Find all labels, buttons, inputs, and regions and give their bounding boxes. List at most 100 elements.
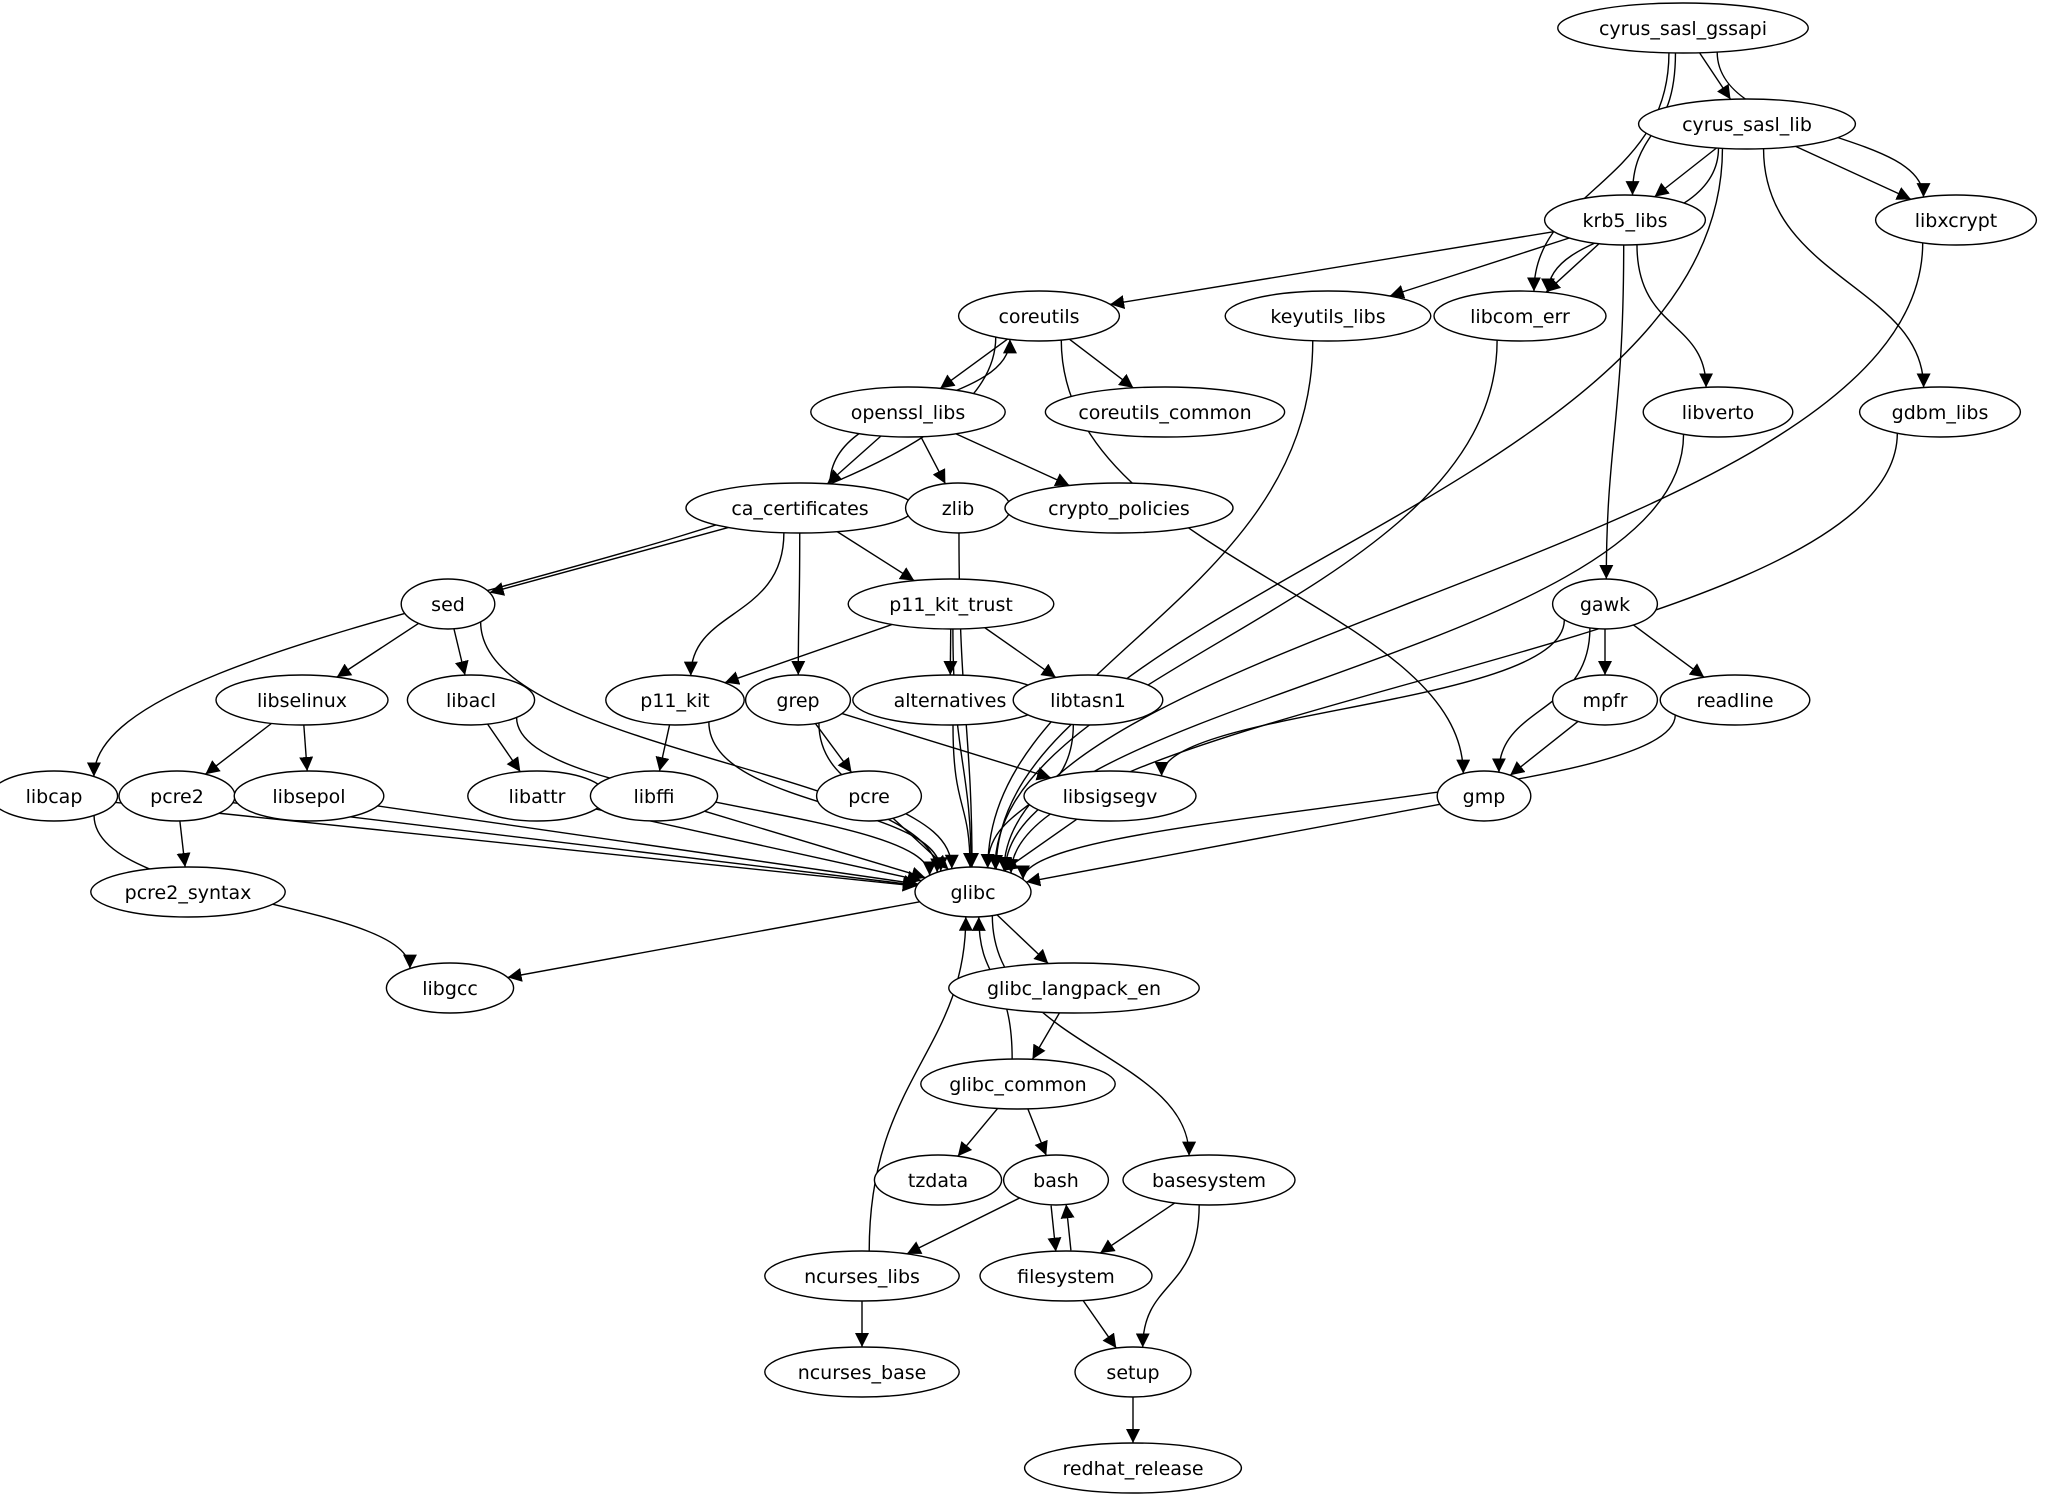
node-libacl: libacl <box>406 674 536 726</box>
edge-glibc-to-basesystem <box>991 915 1197 1156</box>
node-pcre2: pcre2 <box>118 770 236 822</box>
node-libffi: libffi <box>589 770 719 822</box>
node-label: coreutils_common <box>1078 402 1251 424</box>
node-sed: sed <box>400 578 496 630</box>
edge-p11_kit-to-libffi <box>655 724 671 772</box>
edge-grep-to-pcre <box>814 723 853 773</box>
edge-gawk-to-readline <box>1633 624 1705 678</box>
node-ellipse <box>1002 1154 1110 1206</box>
edge-coreutils-to-coreutils_common <box>1068 338 1134 389</box>
node-p11_kit: p11_kit <box>605 674 745 726</box>
node-setup: setup <box>1074 1346 1192 1398</box>
node-label: pcre <box>848 786 890 808</box>
node-libxcrypt: libxcrypt <box>1874 194 2038 246</box>
node-crypto_policies: crypto_policies <box>1004 482 1234 534</box>
node-label: glibc_langpack_en <box>987 978 1161 1000</box>
edge-libsepol-to-glibc <box>377 805 919 889</box>
edge-libselinux-to-libsepol <box>299 724 314 772</box>
edge-sed-to-libselinux <box>336 622 419 678</box>
edge-gawk-to-libsigsegv <box>1154 619 1566 776</box>
edge-libcap-to-glibc <box>115 801 917 892</box>
node-libselinux: libselinux <box>215 674 389 726</box>
node-ellipse <box>406 674 536 726</box>
node-ellipse <box>1074 1346 1192 1398</box>
node-alternatives: alternatives <box>852 674 1048 726</box>
edge-ca_certificates-to-p11_kit_trust <box>836 531 915 582</box>
node-label: gmp <box>1463 786 1506 808</box>
node-label: libacl <box>446 690 496 712</box>
node-libtasn1: libtasn1 <box>1012 674 1164 726</box>
node-label: libsepol <box>272 786 345 808</box>
edge-openssl_libs-to-ca_certificates <box>826 435 882 485</box>
edge-glibc_common-to-tzdata <box>957 1107 999 1157</box>
node-ellipse <box>847 578 1055 630</box>
node-label: sed <box>431 594 465 616</box>
edge-filesystem-to-bash <box>1060 1204 1075 1251</box>
node-ellipse <box>605 674 745 726</box>
node-gawk: gawk <box>1551 578 1659 630</box>
node-label: coreutils <box>998 306 1079 328</box>
node-grep: grep <box>744 674 852 726</box>
node-gdbm_libs: gdbm_libs <box>1858 386 2022 438</box>
node-ellipse <box>920 1058 1116 1110</box>
edge-sed-to-glibc <box>479 621 945 873</box>
node-ellipse <box>1224 290 1432 342</box>
node-label: gdbm_libs <box>1892 402 1989 424</box>
node-ellipse <box>1023 770 1197 822</box>
node-ellipse <box>1044 386 1286 438</box>
node-label: libselinux <box>257 690 347 712</box>
node-label: krb5_libs <box>1583 210 1668 232</box>
node-ellipse <box>90 866 286 918</box>
node-zlib: zlib <box>904 482 1012 534</box>
node-ellipse <box>1122 1154 1296 1206</box>
node-libsigsegv: libsigsegv <box>1023 770 1197 822</box>
node-libattr: libattr <box>467 770 607 822</box>
node-ellipse <box>1874 194 2038 246</box>
node-readline: readline <box>1659 674 1811 726</box>
edge-glibc-to-libgcc <box>507 901 920 982</box>
node-ellipse <box>0 770 119 822</box>
node-ellipse <box>1557 2 1809 54</box>
node-ellipse <box>400 578 496 630</box>
node-krb5_libs: krb5_libs <box>1543 194 1707 246</box>
node-label: mpfr <box>1582 690 1627 712</box>
edge-ca_certificates-to-grep <box>791 532 806 676</box>
node-ellipse <box>873 1154 1003 1206</box>
node-ncurses_libs: ncurses_libs <box>764 1250 960 1302</box>
node-label: libffi <box>634 786 675 808</box>
node-label: libcap <box>26 786 83 808</box>
edge-cyrus_sasl_lib-to-gdbm_libs <box>1762 148 1931 388</box>
edge-sed-to-libacl <box>453 628 469 676</box>
node-ellipse <box>1642 386 1794 438</box>
node-label: openssl_libs <box>851 402 966 424</box>
node-label: keyutils_libs <box>1270 306 1385 328</box>
edge-ca_certificates-to-p11_kit <box>683 532 785 676</box>
node-label: grep <box>776 690 819 712</box>
node-mpfr: mpfr <box>1551 674 1659 726</box>
edge-krb5_libs-to-gawk <box>1599 244 1625 580</box>
edge-libacl-to-libattr <box>487 723 521 773</box>
node-label: libverto <box>1682 402 1754 424</box>
node-ellipse <box>1004 482 1234 534</box>
node-label: libtasn1 <box>1050 690 1126 712</box>
edge-libffi-to-glibc <box>704 810 926 881</box>
edge-openssl_libs-to-crypto_policies <box>955 433 1070 487</box>
node-glibc_langpack_en: glibc_langpack_en <box>948 962 1200 1014</box>
edge-openssl_libs-to-zlib <box>920 436 946 485</box>
node-label: basesystem <box>1152 1170 1266 1192</box>
node-ellipse <box>1023 1442 1243 1494</box>
node-openssl_libs: openssl_libs <box>810 386 1006 438</box>
node-ellipse <box>744 674 852 726</box>
node-p11_kit_trust: p11_kit_trust <box>847 578 1055 630</box>
node-ellipse <box>815 770 923 822</box>
node-ncurses_base: ncurses_base <box>764 1346 960 1398</box>
edges <box>87 52 1931 1443</box>
node-libgcc: libgcc <box>385 962 515 1014</box>
node-ellipse <box>233 770 385 822</box>
node-label: gawk <box>1580 594 1630 616</box>
node-libsepol: libsepol <box>233 770 385 822</box>
edge-krb5_libs-to-libcom_err <box>1545 243 1600 293</box>
edge-grep-to-libsigsegv <box>841 712 1052 781</box>
